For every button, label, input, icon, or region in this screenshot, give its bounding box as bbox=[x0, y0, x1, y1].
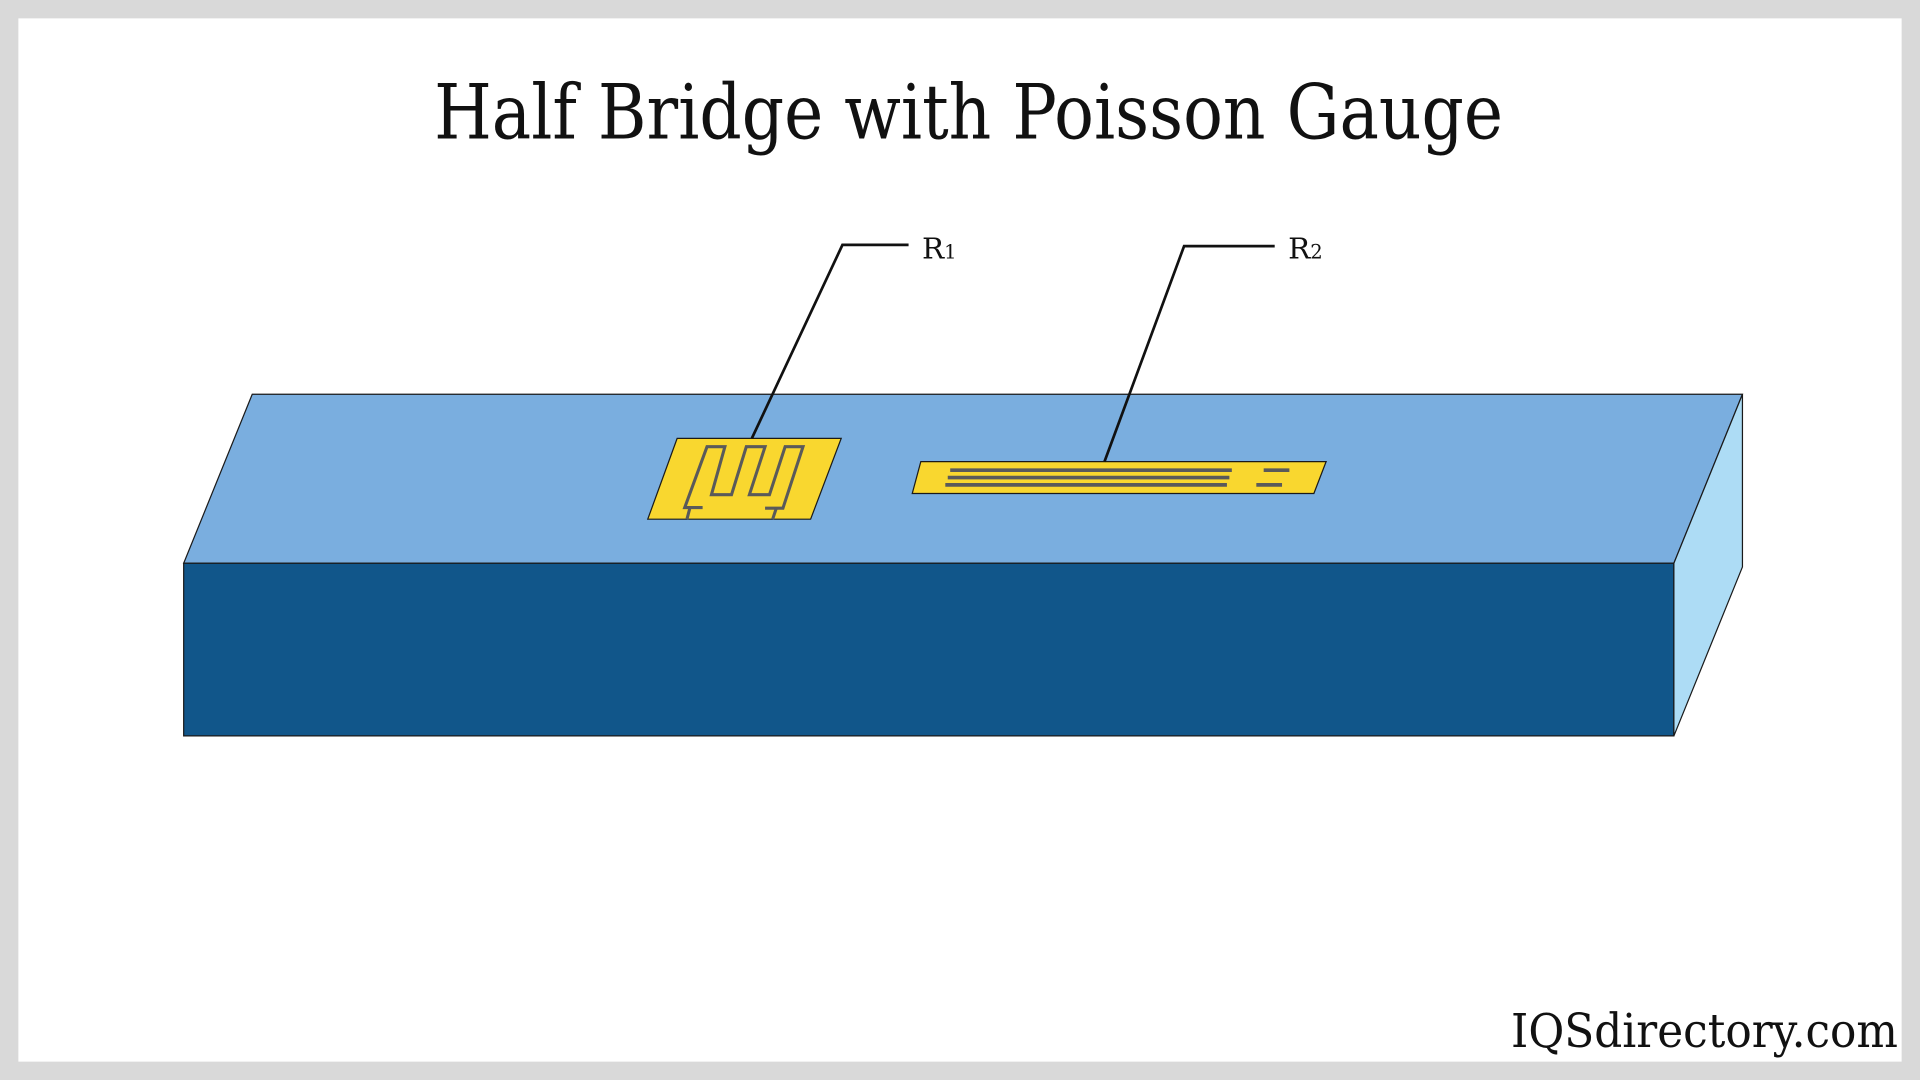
brand-logo: IQSdirectory.com bbox=[1511, 1004, 1898, 1058]
label-r1: R1 bbox=[922, 231, 957, 265]
specimen-bar bbox=[182, 393, 1744, 737]
callout-r1: R1 bbox=[750, 231, 957, 439]
gauge-r1-backing bbox=[646, 437, 843, 520]
gauge-r1-lead-right bbox=[771, 507, 778, 520]
leader-line-r1 bbox=[750, 243, 909, 439]
callout-r2: R2 bbox=[1103, 231, 1323, 463]
gauge-r1-grid bbox=[682, 445, 806, 510]
gauge-r1 bbox=[646, 437, 843, 520]
diagram-title: Half Bridge with Poisson Gauge bbox=[434, 68, 1503, 156]
label-r2: R2 bbox=[1288, 231, 1323, 265]
gauge-r2 bbox=[911, 461, 1328, 495]
gauge-r1-lead-left bbox=[685, 507, 692, 520]
leader-line-r2 bbox=[1103, 244, 1275, 463]
bar-front-face bbox=[183, 562, 1675, 737]
bar-side-face bbox=[1673, 394, 1744, 737]
